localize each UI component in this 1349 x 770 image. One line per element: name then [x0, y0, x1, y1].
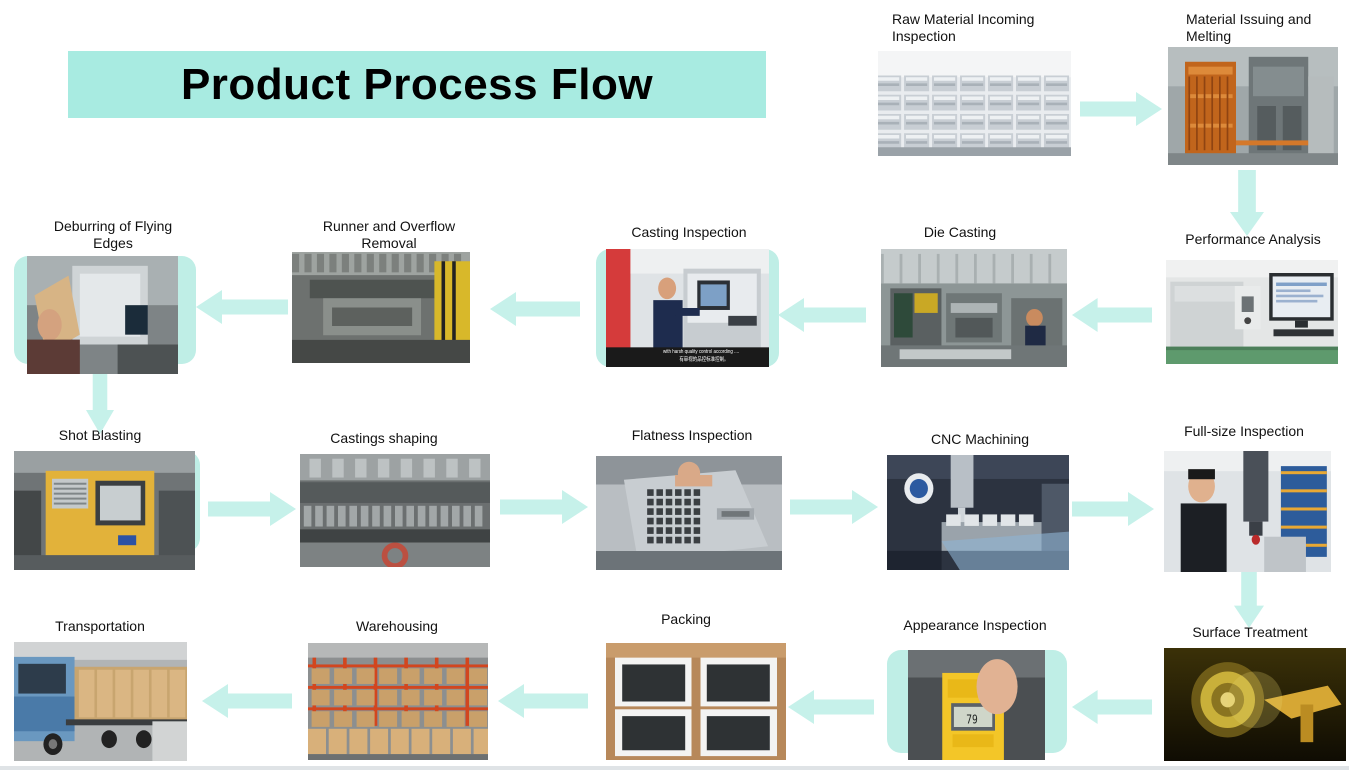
flow-arrow-left-icon	[1072, 690, 1152, 724]
page-title: Product Process Flow	[180, 59, 654, 109]
flow-arrow-left-icon	[1072, 298, 1152, 332]
die-casting-machine-photo	[881, 249, 1067, 367]
step-label-deburr: Deburring of Flying Edges	[53, 218, 173, 251]
bottom-divider	[0, 766, 1349, 770]
shaping-press-photo	[300, 454, 490, 567]
cmm-inspection-photo	[1164, 451, 1331, 572]
flow-arrow-left-icon	[490, 292, 580, 326]
flow-arrow-right-icon	[208, 492, 296, 526]
flow-arrow-right-icon	[1072, 492, 1154, 526]
thickness-gauge-photo: 79	[908, 650, 1045, 760]
step-label-runner: Runner and Overflow Removal	[322, 218, 456, 251]
melting-furnace-photo	[1168, 47, 1338, 165]
step-label-surface: Surface Treatment	[1192, 624, 1308, 640]
flow-arrow-right-icon	[500, 490, 588, 524]
deburring-photo	[27, 256, 178, 374]
step-label-appear: Appearance Inspection	[903, 617, 1047, 633]
step-label-flat: Flatness Inspection	[631, 427, 753, 443]
step-label-cnc: CNC Machining	[930, 431, 1030, 447]
flow-arrow-right-icon	[1080, 92, 1162, 126]
step-label-warehouse: Warehousing	[356, 618, 438, 634]
powder-coating-photo	[1164, 648, 1346, 761]
trimming-press-photo	[292, 252, 470, 363]
step-label-die: Die Casting	[923, 224, 997, 240]
cnc-machine-photo	[887, 455, 1069, 570]
step-label-shot: Shot Blasting	[58, 427, 142, 443]
flow-arrow-left-icon	[788, 690, 874, 724]
spectrometer-photo	[1166, 260, 1338, 364]
flow-arrow-left-icon	[196, 290, 288, 324]
truck-photo	[14, 642, 187, 761]
inspection-terminal-photo: with harsh quality control according ...…	[606, 249, 769, 367]
step-label-packing: Packing	[661, 611, 711, 627]
step-label-cast: Casting Inspection	[631, 224, 747, 240]
video-caption-cn: 有审视的品控标准控制。	[679, 356, 728, 364]
step-label-raw: Raw Material Incoming Inspection	[892, 11, 1035, 44]
title-banner: Product Process Flow	[68, 51, 766, 118]
step-label-fullsize: Full-size Inspection	[1184, 423, 1304, 439]
packed-boxes-photo	[606, 643, 786, 760]
video-caption-en: with harsh quality control according ...…	[663, 349, 739, 356]
flatness-gauge-photo	[596, 456, 782, 570]
flow-arrow-down-icon	[86, 374, 114, 434]
flow-arrow-down-icon	[1230, 170, 1264, 236]
flow-arrow-left-icon	[498, 684, 588, 718]
flow-arrow-down-icon	[1234, 572, 1264, 628]
step-label-melting: Material Issuing and Melting	[1186, 11, 1312, 44]
flow-arrow-left-icon	[202, 684, 292, 718]
aluminum-ingot-stacks-photo	[878, 51, 1071, 156]
gauge-reading: 79	[966, 711, 978, 727]
step-label-shaping: Castings shaping	[330, 430, 438, 446]
shot-blasting-machine-photo	[14, 451, 195, 570]
step-label-perf: Performance Analysis	[1185, 231, 1321, 247]
flow-arrow-right-icon	[790, 490, 878, 524]
flow-arrow-left-icon	[778, 298, 866, 332]
warehouse-racks-photo	[308, 643, 488, 760]
step-label-transport: Transportation	[55, 618, 145, 634]
